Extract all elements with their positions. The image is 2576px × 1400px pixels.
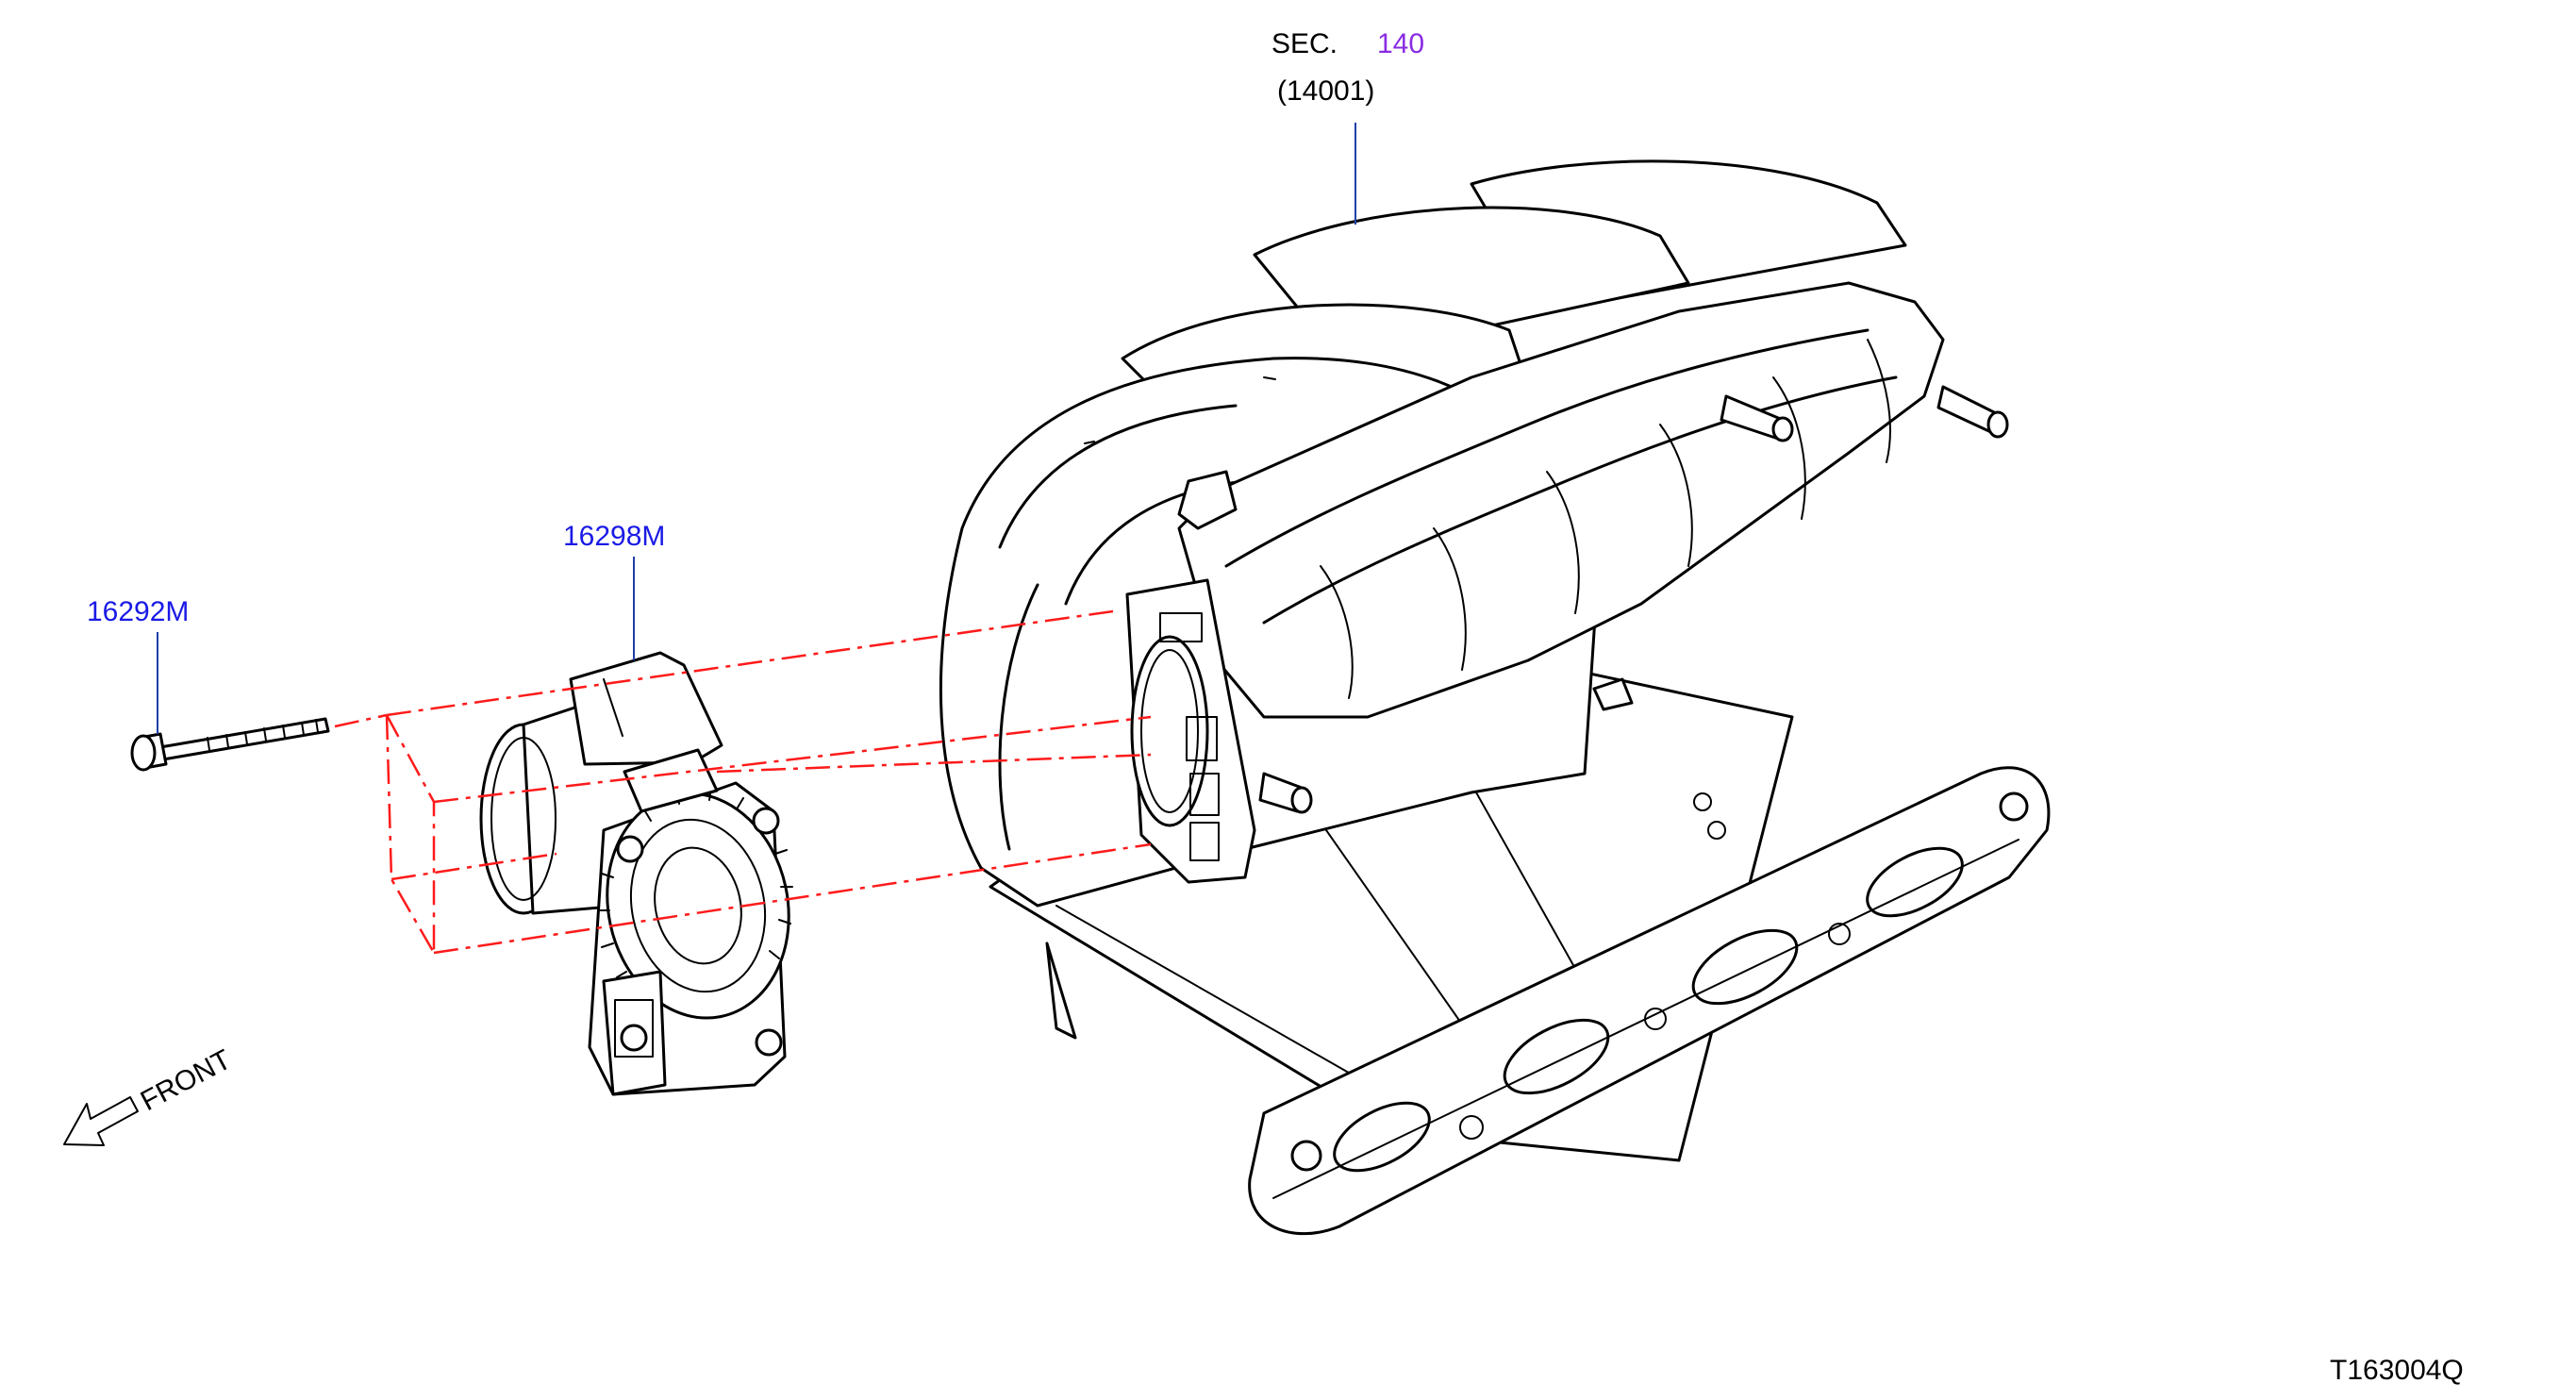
bolt bbox=[130, 717, 330, 772]
callout-16292m[interactable]: 16292M bbox=[87, 596, 189, 627]
throttle-body bbox=[479, 651, 793, 1096]
front-arrow-icon bbox=[63, 1096, 139, 1146]
front-label: FRONT bbox=[136, 1044, 237, 1118]
assembly-guide-lines bbox=[334, 609, 1152, 955]
sec-part-number: (14001) bbox=[1277, 75, 1374, 107]
sec-label: SEC. bbox=[1271, 28, 1338, 59]
sec-number-link[interactable]: 140 bbox=[1377, 28, 1424, 59]
diagram-code: T163004Q bbox=[2330, 1355, 2464, 1386]
callout-16298m[interactable]: 16298M bbox=[563, 521, 665, 552]
sec-reference[interactable]: SEC. 140 (14001) bbox=[1271, 28, 1424, 107]
intake-manifold bbox=[939, 159, 2051, 1236]
front-direction-indicator: FRONT bbox=[63, 1044, 237, 1146]
